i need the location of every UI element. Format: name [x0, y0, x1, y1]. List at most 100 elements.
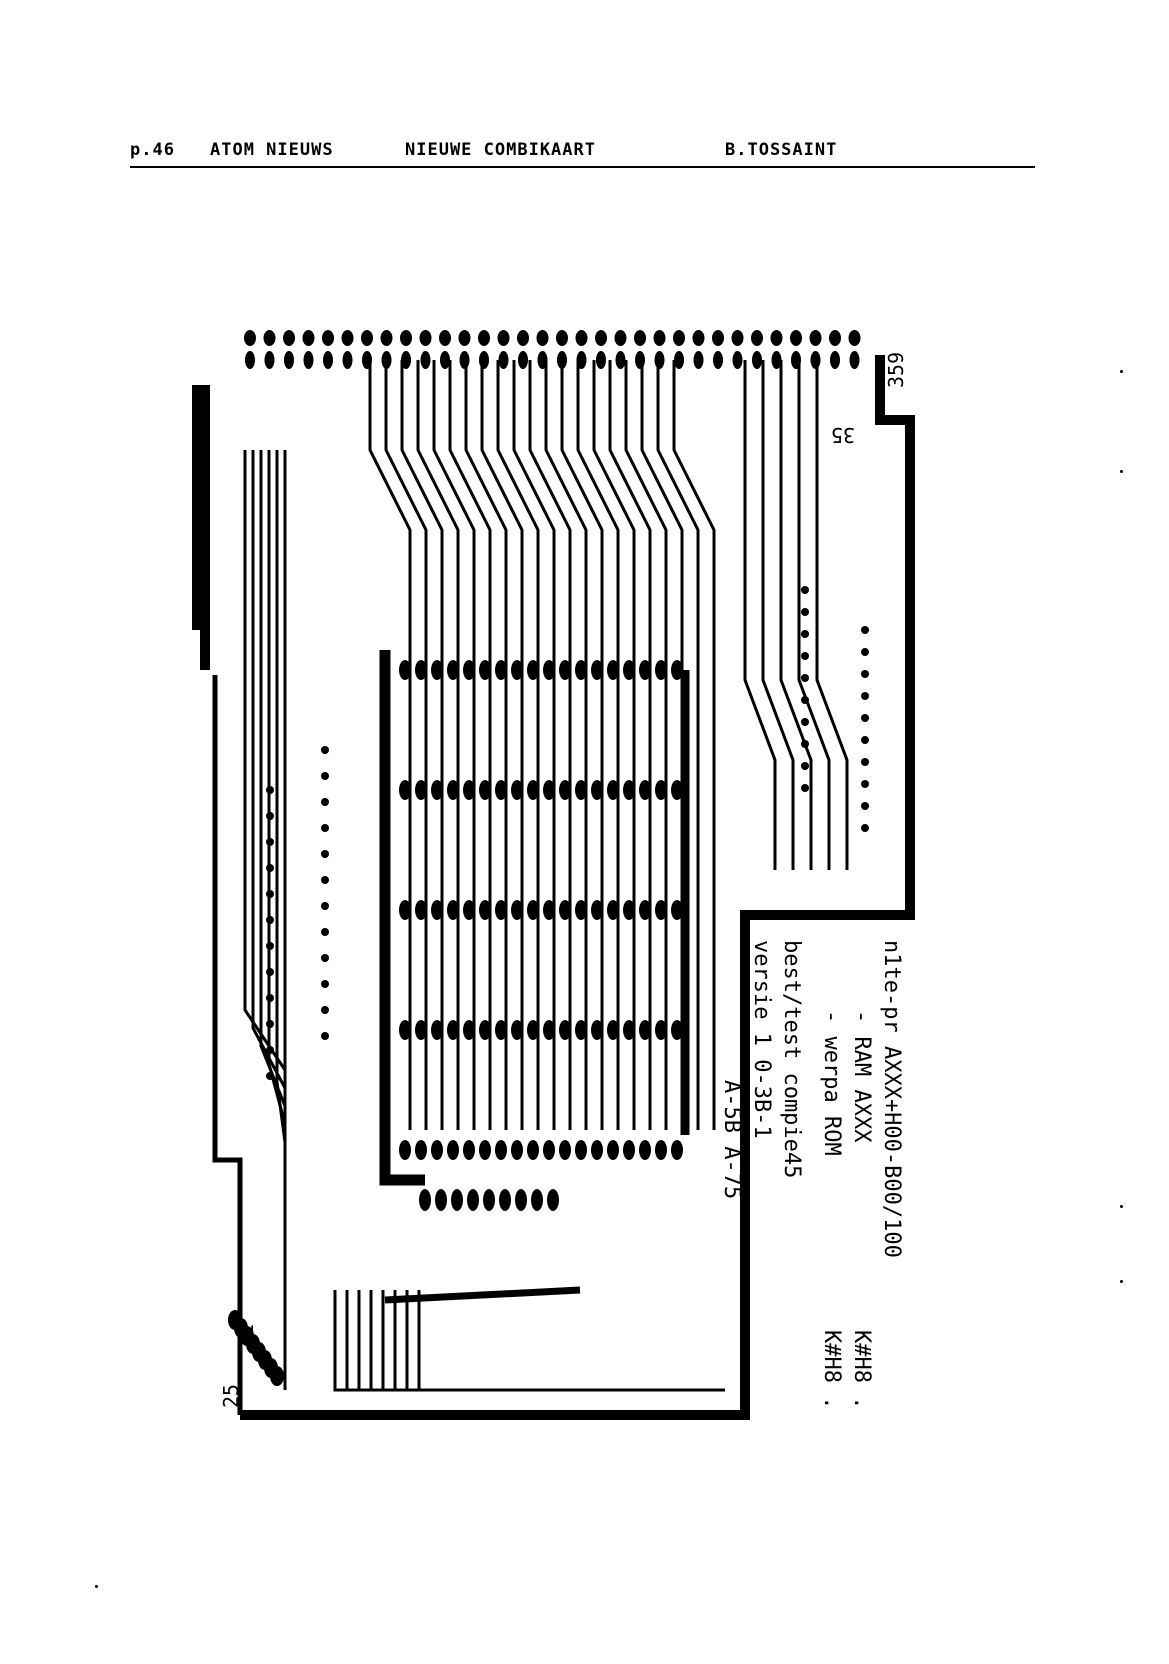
- pcb-trace: [243, 450, 287, 1390]
- header-rule: [130, 166, 1035, 168]
- ic-pad: [639, 780, 651, 800]
- pcb-pads: [228, 586, 869, 1386]
- ic-pad: [671, 1020, 683, 1040]
- via-pad: [321, 1006, 329, 1014]
- via-pad: [861, 758, 869, 766]
- connector-pad: [829, 330, 841, 346]
- legend-line-2: - RAM AXXX: [849, 1010, 874, 1143]
- ic-pad: [671, 660, 683, 680]
- ic-pad: [499, 1189, 511, 1211]
- ic-pad: [415, 1140, 427, 1160]
- ic-pad: [639, 1140, 651, 1160]
- pcb-trace: [417, 1290, 725, 1392]
- via-pad: [861, 802, 869, 810]
- ic-pad: [463, 1020, 475, 1040]
- ic-pad: [575, 660, 587, 680]
- ic-pad: [655, 1140, 667, 1160]
- pin-label-21: 21: [234, 1324, 258, 1348]
- ic-pad: [527, 1140, 539, 1160]
- ic-pad: [655, 900, 667, 920]
- pcb-trace: [357, 1290, 725, 1392]
- via-pad: [801, 608, 809, 616]
- via-pad: [266, 942, 274, 950]
- pcb-trace: [608, 360, 652, 1130]
- margin-dot: [1120, 1280, 1123, 1283]
- pcb-trace: [400, 360, 444, 1130]
- ic-pad: [623, 780, 635, 800]
- ic-pad: [575, 1140, 587, 1160]
- ic-pad: [463, 900, 475, 920]
- connector-pad: [380, 330, 393, 346]
- pcb-layout-drawing: 35 359 25 21 n1te-pr AXXX+H00-B00/100 - …: [192, 330, 915, 1420]
- connector-pad: [674, 351, 684, 369]
- ic-pad: [671, 1140, 683, 1160]
- pcb-trace: [640, 360, 684, 1130]
- ic-pad: [415, 780, 427, 800]
- ic-pad: [399, 900, 411, 920]
- ic-pad: [607, 660, 619, 680]
- ic-pad: [463, 780, 475, 800]
- pcb-trace: [416, 360, 460, 1130]
- via-pad: [861, 692, 869, 700]
- ic-pad: [671, 900, 683, 920]
- ic-pad: [451, 1189, 463, 1211]
- ic-pad: [399, 1140, 411, 1160]
- ic-pad: [607, 1020, 619, 1040]
- connector-pad: [263, 330, 276, 346]
- connector-pad: [517, 330, 529, 346]
- pin-label-25: 25: [219, 1384, 243, 1408]
- ic-pad: [559, 780, 571, 800]
- ic-pad: [543, 780, 555, 800]
- via-pad: [266, 1020, 274, 1028]
- connector-pad: [420, 351, 431, 369]
- connector-pad: [849, 351, 860, 369]
- ic-pad: [639, 1020, 651, 1040]
- via-pad: [321, 772, 329, 780]
- ic-pad: [607, 1140, 619, 1160]
- connector-pad: [848, 330, 861, 346]
- via-pad: [861, 714, 869, 722]
- pcb-bus-left: [379, 650, 425, 1186]
- connector-pad: [595, 330, 607, 346]
- ic-pad: [543, 1140, 555, 1160]
- pcb-trace: [656, 360, 700, 1130]
- pcb-trace: [480, 360, 524, 1130]
- pcb-trace: [576, 360, 620, 1130]
- ic-pad: [543, 660, 555, 680]
- ic-pad: [479, 780, 491, 800]
- ic-pad: [543, 900, 555, 920]
- ic-pad: [527, 900, 539, 920]
- via-pad: [321, 746, 329, 754]
- ic-pad: [463, 660, 475, 680]
- connector-pad: [440, 351, 450, 369]
- ic-pad: [495, 660, 507, 680]
- ic-pad: [575, 780, 587, 800]
- connector-pad: [770, 330, 783, 346]
- edge-pad: [270, 1366, 284, 1386]
- via-pad: [861, 780, 869, 788]
- ic-pad: [467, 1189, 479, 1211]
- connector-pad: [556, 330, 568, 346]
- ic-pad: [495, 1140, 507, 1160]
- pcb-ground-outline: [192, 355, 915, 1420]
- legend-line-7: K#H8 .: [849, 1330, 874, 1409]
- margin-dot: [1120, 370, 1123, 373]
- ic-pad: [639, 900, 651, 920]
- via-pad: [801, 762, 809, 770]
- pcb-trace: [496, 360, 540, 1130]
- pcb-trace: [448, 360, 492, 1130]
- pcb-trace: [815, 360, 849, 870]
- pcb-trace: [624, 360, 668, 1130]
- ic-pad: [527, 660, 539, 680]
- connector-pad: [653, 330, 666, 346]
- via-pad: [861, 626, 869, 634]
- connector-pad: [809, 330, 822, 346]
- ic-pad: [511, 900, 523, 920]
- pcb-trace: [369, 1290, 725, 1392]
- ic-pad: [415, 900, 427, 920]
- author-name: B.TOSSAINT: [725, 140, 838, 160]
- ic-pad: [623, 1020, 635, 1040]
- ic-pad: [639, 660, 651, 680]
- via-pad: [801, 784, 809, 792]
- connector-pad: [614, 330, 627, 346]
